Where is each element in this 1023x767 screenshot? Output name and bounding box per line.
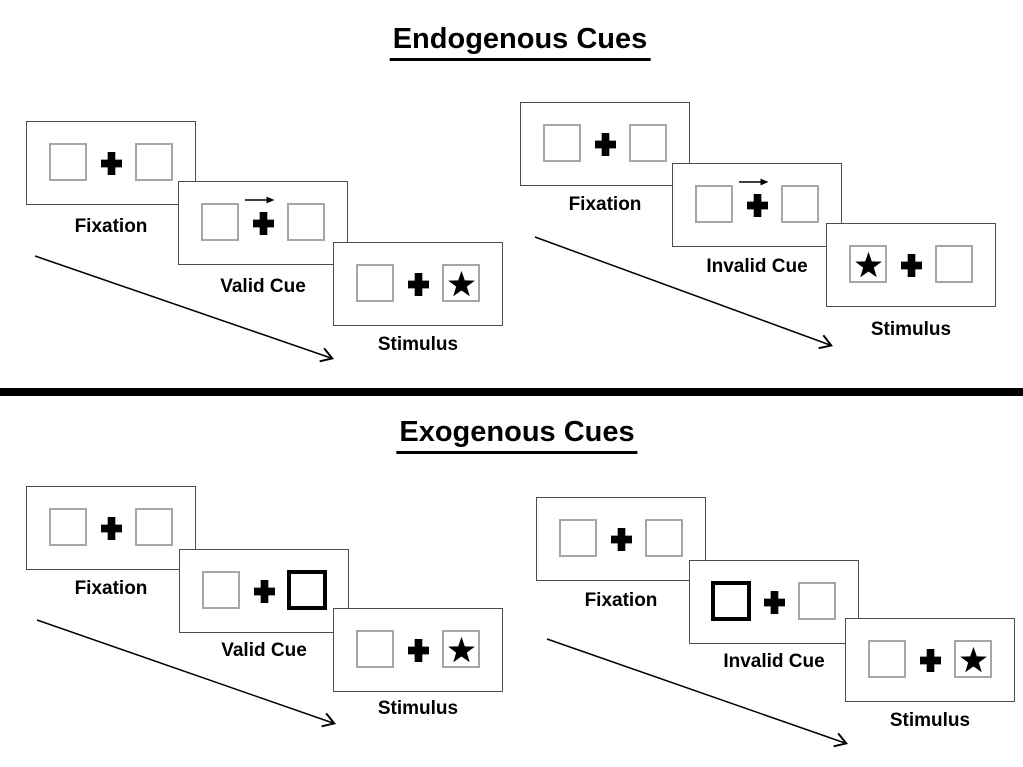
right-box — [935, 245, 973, 283]
step-label-fixation: Fixation — [584, 590, 658, 611]
endogenous-invalid-fixation-panel — [520, 102, 690, 186]
fixation-cross-icon — [408, 273, 429, 296]
fixation-cross-icon — [408, 639, 429, 662]
endogenous-valid-fixation-panel — [26, 121, 196, 205]
step-label-valid-cue: Valid Cue — [221, 640, 307, 661]
left-box — [695, 185, 733, 223]
cue-arrow-right-icon — [739, 178, 769, 186]
left-box — [49, 508, 87, 546]
step-label-fixation: Fixation — [74, 578, 148, 599]
exogenous-valid-cue-panel — [179, 549, 349, 633]
right-box — [781, 185, 819, 223]
left-box-highlighted-cue — [711, 581, 751, 621]
right-box — [645, 519, 683, 557]
target-star-icon — [959, 646, 987, 672]
step-label-stimulus: Stimulus — [377, 334, 459, 355]
step-label-stimulus: Stimulus — [870, 319, 952, 340]
step-label-invalid-cue: Invalid Cue — [723, 651, 825, 672]
target-star-icon — [854, 251, 882, 277]
step-label-fixation: Fixation — [74, 216, 148, 237]
fixation-cross-icon — [901, 254, 922, 277]
timeline-arrow-icon — [36, 619, 337, 728]
exogenous-invalid-fixation-panel — [536, 497, 706, 581]
left-box — [202, 571, 240, 609]
fixation-cross-icon — [254, 580, 275, 603]
step-label-stimulus: Stimulus — [377, 698, 459, 719]
left-box-with-star — [849, 245, 887, 283]
left-box — [356, 630, 394, 668]
step-label-invalid-cue: Invalid Cue — [706, 256, 808, 277]
timeline-arrow-icon — [546, 638, 849, 748]
left-box — [49, 143, 87, 181]
endogenous-invalid-stimulus-panel — [826, 223, 996, 307]
right-box — [798, 582, 836, 620]
fixation-cross-icon — [101, 517, 122, 540]
fixation-cross-icon — [611, 528, 632, 551]
target-star-icon — [447, 270, 475, 296]
endogenous-invalid-cue-panel — [672, 163, 842, 247]
endogenous-valid-stimulus-panel — [333, 242, 503, 326]
right-box — [135, 143, 173, 181]
endogenous-title: Endogenous Cues — [389, 23, 651, 61]
fixation-cross-icon — [920, 649, 941, 672]
right-box — [135, 508, 173, 546]
exogenous-valid-fixation-panel — [26, 486, 196, 570]
fixation-cross-icon — [764, 591, 785, 614]
fixation-cross-icon — [595, 133, 616, 156]
exogenous-title: Exogenous Cues — [396, 416, 638, 454]
step-label-stimulus: Stimulus — [889, 710, 971, 731]
right-box-with-star — [954, 640, 992, 678]
right-box — [629, 124, 667, 162]
left-box — [559, 519, 597, 557]
exogenous-valid-stimulus-panel — [333, 608, 503, 692]
left-box — [543, 124, 581, 162]
right-box-with-star — [442, 264, 480, 302]
left-box — [868, 640, 906, 678]
right-box-highlighted-cue — [287, 570, 327, 610]
exogenous-invalid-stimulus-panel — [845, 618, 1015, 702]
exogenous-invalid-cue-panel — [689, 560, 859, 644]
left-box — [356, 264, 394, 302]
target-star-icon — [447, 636, 475, 662]
right-box-with-star — [442, 630, 480, 668]
left-box — [201, 203, 239, 241]
endogenous-valid-cue-panel — [178, 181, 348, 265]
step-label-valid-cue: Valid Cue — [220, 276, 306, 297]
timeline-arrow-icon — [534, 236, 833, 350]
timeline-arrow-icon — [34, 255, 335, 363]
fixation-cross-icon — [101, 152, 122, 175]
section-divider — [0, 388, 1023, 396]
fixation-cross-icon — [747, 194, 768, 217]
fixation-cross-icon — [253, 212, 274, 235]
step-label-fixation: Fixation — [568, 194, 642, 215]
cue-arrow-right-icon — [245, 196, 275, 204]
right-box — [287, 203, 325, 241]
